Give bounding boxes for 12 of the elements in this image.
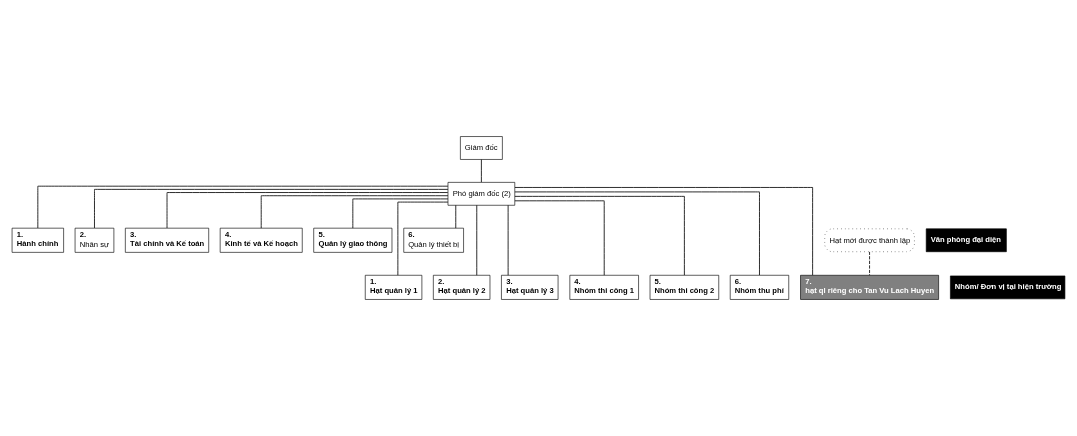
connector [94,188,449,229]
connector [514,195,685,276]
connector [260,195,449,229]
connector [514,187,814,276]
connector [507,204,509,276]
connector [869,251,870,276]
connector [480,159,482,183]
connector [476,204,478,276]
connector [37,185,449,229]
connector [166,192,449,229]
connector [514,191,760,276]
connector [455,204,457,229]
